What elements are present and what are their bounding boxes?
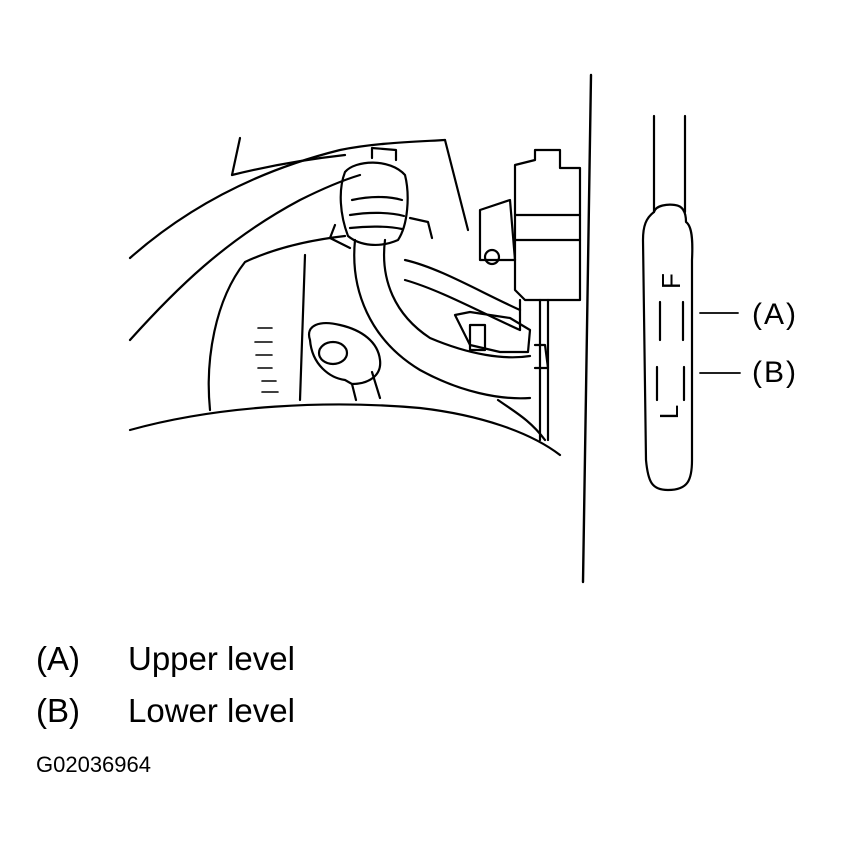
- callout-b: (B): [752, 356, 798, 389]
- filler-opening: [317, 340, 349, 366]
- hose: [383, 238, 532, 359]
- engine-block: [513, 148, 582, 302]
- upper-level-mark: [658, 300, 685, 342]
- dipstick-shaft: [652, 114, 687, 214]
- dipstick-mark-low: L: [654, 405, 684, 419]
- figure-id: G02036964: [36, 752, 151, 777]
- legend-text: Lower level: [128, 692, 295, 729]
- legend-item: (A) Upper level: [36, 640, 295, 678]
- dipstick-blade: [641, 203, 694, 492]
- legend-text: Upper level: [128, 640, 295, 677]
- engine-outline: [128, 138, 447, 260]
- callout-a: (A): [752, 298, 798, 331]
- legend-key: (B): [36, 692, 80, 729]
- engine-outline: [298, 253, 307, 402]
- hose-clamp: [339, 161, 409, 246]
- engine-outline: [230, 153, 347, 177]
- hose: [403, 258, 522, 312]
- engine-outline: [128, 173, 362, 342]
- legend-key: (A): [36, 640, 80, 677]
- filler-neck: [307, 322, 382, 386]
- engine-outline: [230, 136, 242, 177]
- engine-outline: [207, 234, 347, 412]
- rib-marks: [254, 327, 279, 393]
- legend-item: (B) Lower level: [36, 692, 295, 730]
- dipstick-mark-full: F: [656, 273, 686, 289]
- lower-level-mark: [655, 365, 686, 402]
- engine-outline: [128, 403, 562, 457]
- engine-outline: [443, 138, 470, 232]
- hose: [403, 278, 522, 332]
- hose: [353, 238, 532, 400]
- divider-line: [581, 73, 593, 584]
